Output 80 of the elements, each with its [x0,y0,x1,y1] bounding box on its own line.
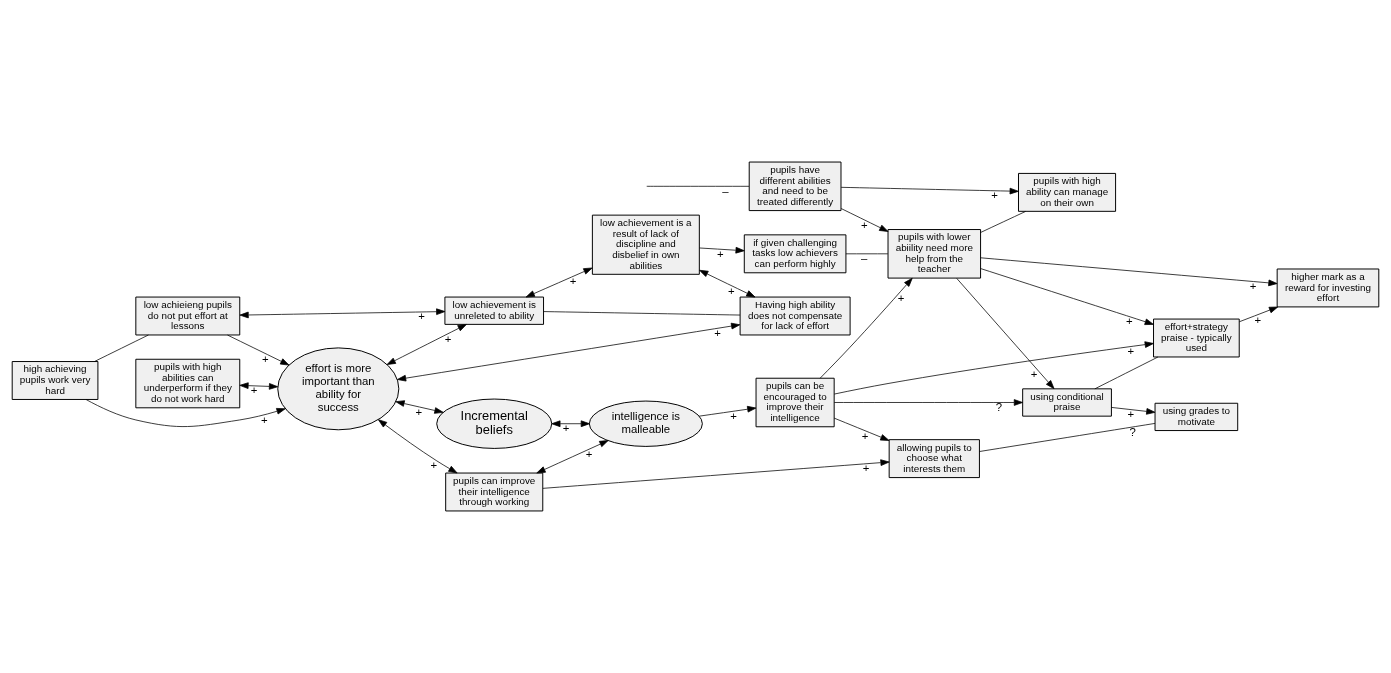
edge-label: + [991,189,999,202]
edge-label: + [569,275,577,288]
node-box: low achievement is unreleted to ability [444,296,545,325]
node-box: pupils with high ability can manage on their own [1018,172,1117,212]
edge-label: + [861,429,869,442]
arrow [698,405,757,417]
edge-label: + [250,384,258,397]
arrow [85,399,286,427]
arrow [378,419,458,474]
arrow [980,257,1278,287]
node-box: low achieieng pupils do not put effort at lessons [135,296,241,336]
node-box: Having high ability does not compensate for lack of effort [739,296,851,336]
arrow [397,322,741,382]
edge-label: + [862,462,870,475]
node-box: low achievement is a result of lack of discipline and disbelief in own abilities [591,214,700,275]
arrow [980,268,1154,325]
edge-label: + [1254,313,1262,326]
node-box: pupils with high abilities can underperform if they do not work hard [135,358,241,409]
connector [980,211,1027,233]
node-box: if given challenging tasks low achievers can perform highly [743,234,847,274]
node-ellipse: Incremental beliefs [436,398,553,449]
connector [979,423,1156,452]
arrow [239,382,279,390]
edge-label: + [444,332,452,345]
edge-label: + [717,247,724,260]
arrow [1111,407,1156,415]
arrow [833,399,1023,406]
edge-label: + [727,284,735,297]
edge-label: ? [995,401,1003,414]
arrow [840,186,1019,195]
arrow [699,269,756,298]
node-box: pupils can improve their intelligence through working [445,472,544,512]
connector [94,334,149,362]
node-box: effort+strategy praise - typically used [1153,318,1240,358]
edge-label: + [261,352,269,365]
edge-label: – [722,184,729,197]
edge-label: ? [1129,425,1136,438]
arrow [227,334,290,366]
node-box: high achieving pupils work very hard [11,361,99,400]
edge-label: + [1249,280,1257,293]
arrow [542,459,890,489]
arrow [956,278,1055,389]
edge-label: + [1127,345,1135,358]
edge-label: + [1030,367,1038,380]
edge-label: + [430,459,438,472]
edge-label: + [714,326,721,339]
arrow [699,246,745,254]
arrow [833,341,1154,395]
node-box: using conditional praise [1022,388,1112,417]
arrow [551,420,590,428]
edge-label: + [585,448,593,461]
edge-label: + [261,413,268,426]
edge-label: + [1127,408,1135,421]
edge-label: + [860,219,868,232]
connector [646,185,750,187]
connector [845,253,889,255]
edge-label: + [418,310,425,323]
edge-label: + [562,422,570,435]
arrow [840,208,889,232]
arrow [1239,306,1279,323]
edge-label: + [1125,315,1133,328]
arrow [819,277,913,379]
edge-label: – [861,252,868,265]
edge-label: + [415,405,423,418]
arrow [525,267,593,298]
node-box: pupils have different abilities and need to be treated differently [748,161,842,212]
arrow [536,440,609,474]
edge-label: + [897,292,905,305]
node-box: allowing pupils to choose what interests them [888,439,980,479]
node-box: pupils can be encouraged to improve their intelligence [755,377,835,428]
node-box: pupils with lower abiility need more help from the teacher [887,229,982,279]
arrow [239,308,446,319]
arrow [386,324,467,365]
node-box: higher mark as a reward for investing effort [1276,268,1380,308]
arrow [395,400,444,414]
arrow [833,417,890,441]
connector [543,311,741,316]
node-box: using grades to motivate [1154,402,1239,432]
connector [1094,356,1159,390]
edge-label: + [730,409,737,422]
